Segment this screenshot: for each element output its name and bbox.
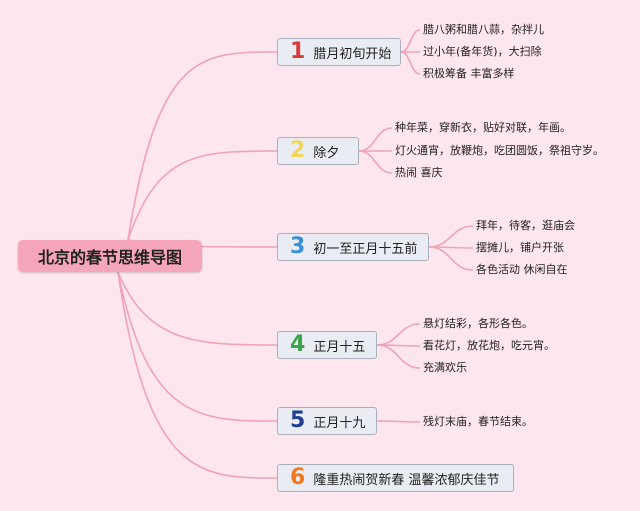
- branch-label-3: 初一至正月十五前: [313, 241, 418, 257]
- branch-connector-6: [117, 271, 278, 479]
- leaf-connector-1-1: [400, 29, 421, 53]
- leaf-1-3: 积极筹备 丰富多样: [423, 67, 515, 80]
- branch-number-2: 2: [290, 138, 306, 163]
- leaf-4-3: 充满欢乐: [423, 361, 467, 374]
- branch-number-5: 5: [290, 408, 306, 433]
- branch-label-5: 正月十九: [313, 415, 366, 431]
- branch-number-4: 4: [290, 332, 306, 357]
- branch-connector-5: [117, 271, 278, 422]
- leaf-connector-5-1: [376, 420, 421, 423]
- leaf-connector-2-3: [358, 150, 393, 174]
- leaf-3-2: 摆摊儿，铺户开张: [476, 241, 564, 254]
- branch-number-3: 3: [290, 234, 306, 259]
- leaf-connector-3-3: [428, 246, 474, 271]
- branch-node-1[interactable]: 1 腊月初旬开始: [277, 38, 401, 66]
- branch-node-4[interactable]: 4 正月十五: [277, 331, 377, 359]
- leaf-5-1: 残灯末庙，春节结束。: [423, 415, 533, 428]
- leaf-1-1: 腊八粥和腊八蒜，杂拌儿: [423, 23, 544, 36]
- leaf-2-2: 灯火通宵，放鞭炮，吃团圆饭，祭祖守岁。: [395, 144, 604, 157]
- branch-node-6[interactable]: 6 隆重热闹贺新春 温馨浓郁庆佳节: [277, 464, 514, 492]
- leaf-connector-3-1: [428, 225, 474, 248]
- branch-label-2: 除夕: [313, 145, 340, 161]
- leaf-connector-4-3: [376, 344, 421, 369]
- leaf-2-3: 热闹 喜庆: [395, 166, 443, 179]
- branch-label-1: 腊月初旬开始: [313, 46, 392, 62]
- branch-node-5[interactable]: 5 正月十九: [277, 407, 377, 435]
- branch-label-6: 隆重热闹贺新春 温馨浓郁庆佳节: [313, 472, 500, 488]
- root-topic[interactable]: 北京的春节思维导图: [18, 240, 202, 272]
- branch-connector-1: [127, 51, 278, 241]
- branch-label-4: 正月十五: [313, 339, 366, 355]
- branch-node-3[interactable]: 3 初一至正月十五前: [277, 233, 429, 261]
- leaf-connector-2-1: [358, 127, 393, 152]
- branch-connector-2: [127, 150, 278, 241]
- root-topic-label: 北京的春节思维导图: [37, 248, 182, 267]
- branch-number-6: 6: [290, 465, 306, 490]
- branch-number-1: 1: [290, 39, 306, 64]
- leaf-3-1: 拜年，待客，逛庙会: [476, 219, 575, 232]
- leaf-1-2: 过小年(备年货)，大扫除: [423, 45, 542, 58]
- leaf-connector-1-3: [400, 51, 421, 75]
- leaf-3-3: 各色活动 休闲自在: [476, 263, 568, 276]
- leaf-4-1: 悬灯结彩，各形各色。: [423, 317, 533, 330]
- branch-node-2[interactable]: 2 除夕: [277, 137, 359, 165]
- leaf-4-2: 看花灯，放花炮，吃元宵。: [423, 339, 555, 352]
- leaf-connector-4-1: [376, 323, 421, 346]
- branch-connector-4: [117, 271, 278, 346]
- leaf-2-1: 种年菜，穿新衣，贴好对联，年画。: [395, 121, 571, 134]
